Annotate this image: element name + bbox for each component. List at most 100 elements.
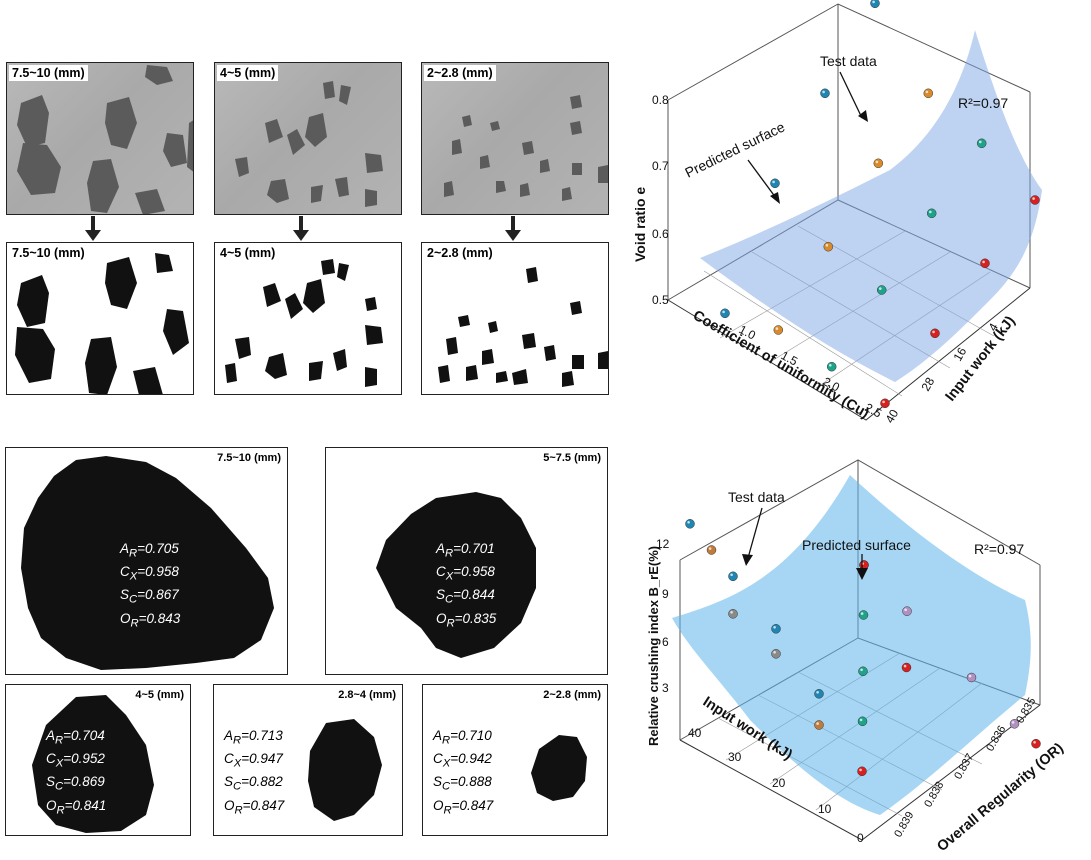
data-point-s1-p2 bbox=[873, 158, 884, 169]
data-point-s0-p1 bbox=[728, 571, 738, 582]
photo-label: 2~2.8 (mm) bbox=[424, 65, 496, 81]
data-point-s3-p3 bbox=[1030, 195, 1040, 205]
test-data-label: Test data bbox=[728, 489, 785, 505]
particle-panel-4: 2.8~4 (mm) AR=0.713 CX=0.947 SC=0.882 OR… bbox=[213, 684, 403, 836]
data-point-s1-p3 bbox=[923, 88, 934, 99]
data-point-highlight bbox=[775, 327, 779, 330]
data-point-s2-p3 bbox=[976, 138, 987, 149]
metrics-block: AR=0.713 CX=0.947 SC=0.882 OR=0.847 bbox=[224, 727, 284, 820]
photo-panel-medium: 4~5 (mm) bbox=[214, 62, 402, 215]
binary-particles bbox=[15, 253, 189, 394]
y-tick: 0.838 bbox=[922, 780, 946, 810]
sc-value: SC=0.844 bbox=[436, 587, 495, 607]
r2-label: R²=0.97 bbox=[974, 541, 1024, 557]
down-arrow-icon bbox=[293, 216, 309, 241]
data-point-highlight bbox=[859, 768, 862, 772]
particle-shape bbox=[308, 719, 382, 821]
y-tick: 40 bbox=[882, 407, 901, 426]
binary-particles bbox=[438, 267, 608, 387]
z-tick: 0.7 bbox=[652, 159, 669, 173]
data-point-highlight bbox=[730, 573, 733, 577]
particle-shape bbox=[376, 492, 536, 658]
data-point-highlight bbox=[772, 180, 775, 184]
arrow-head-icon bbox=[742, 554, 753, 566]
data-point-highlight bbox=[882, 400, 885, 404]
data-point-s5-p0 bbox=[706, 545, 717, 555]
binary-label: 4~5 (mm) bbox=[217, 245, 279, 261]
sc-value: SC=0.882 bbox=[224, 774, 283, 794]
down-arrow-icon bbox=[85, 216, 101, 241]
sc-value: SC=0.867 bbox=[120, 587, 179, 607]
photo-particles bbox=[17, 65, 193, 214]
z-tick: 3 bbox=[662, 681, 669, 695]
cx-value: CX=0.958 bbox=[436, 564, 495, 583]
data-point-highlight bbox=[822, 90, 825, 94]
cx-value: CX=0.942 bbox=[433, 751, 492, 770]
data-point-highlight bbox=[687, 521, 690, 524]
crushing-index-3d-chart: 3 6 9 12 0 10 20 30 40 0.835 0.836 0.837… bbox=[646, 459, 1067, 855]
data-point-highlight bbox=[1011, 721, 1015, 724]
data-point-highlight bbox=[903, 664, 907, 668]
predicted-surface bbox=[672, 475, 1031, 815]
data-point-highlight bbox=[816, 691, 819, 694]
metrics-block: AR=0.710 CX=0.942 SC=0.888 OR=0.847 bbox=[433, 727, 493, 820]
size-label: 2.8~4 (mm) bbox=[338, 689, 396, 701]
data-point-highlight bbox=[722, 310, 725, 314]
cx-value: CX=0.947 bbox=[224, 751, 283, 770]
data-point-s0-p0 bbox=[685, 519, 695, 529]
z-axis-label: Relative crushing index B_rE(%) bbox=[646, 546, 661, 746]
photo-label: 7.5~10 (mm) bbox=[9, 65, 88, 81]
binary-panel-medium: 4~5 (mm) bbox=[214, 242, 402, 395]
predicted-surface-label: Predicted surface bbox=[682, 118, 787, 180]
size-label: 4~5 (mm) bbox=[135, 689, 184, 701]
data-point-s2-p2 bbox=[926, 208, 937, 219]
z-axis-label: Void ratio e bbox=[632, 187, 648, 262]
data-point-highlight bbox=[730, 611, 733, 614]
data-point-s3-p1 bbox=[930, 328, 940, 339]
or-value: OR=0.847 bbox=[224, 797, 285, 817]
metrics-block: AR=0.705 CX=0.958 SC=0.867 OR=0.843 bbox=[120, 540, 180, 633]
metrics-block: AR=0.701 CX=0.958 SC=0.844 OR=0.835 bbox=[436, 540, 496, 633]
photo-particles bbox=[444, 95, 608, 201]
sc-value: SC=0.869 bbox=[46, 774, 105, 794]
data-point-s2-p1 bbox=[876, 285, 887, 295]
ar-value: AR=0.704 bbox=[46, 728, 105, 747]
data-point-s1-p2 bbox=[858, 666, 868, 677]
arrow-head-icon bbox=[858, 110, 868, 122]
metrics-block: AR=0.704 CX=0.952 SC=0.869 OR=0.841 bbox=[46, 727, 106, 820]
particle-shape bbox=[21, 456, 274, 670]
particle-panel-2: 5~7.5 (mm) AR=0.701 CX=0.958 SC=0.844 OR… bbox=[325, 447, 608, 675]
or-value: OR=0.841 bbox=[46, 797, 107, 817]
particle-panel-3: 4~5 (mm) AR=0.704 CX=0.952 SC=0.869 OR=0… bbox=[5, 684, 191, 836]
data-point-highlight bbox=[982, 260, 985, 264]
data-point-highlight bbox=[1033, 741, 1036, 744]
data-point-highlight bbox=[773, 651, 776, 654]
photo-particles bbox=[235, 81, 383, 207]
particle-panel-1: 7.5~10 (mm) AR=0.705 CX=0.958 SC=0.867 O… bbox=[5, 447, 288, 675]
data-point-highlight bbox=[825, 244, 829, 247]
data-point-s0-p2 bbox=[820, 88, 830, 99]
data-point-s2-p2 bbox=[1031, 738, 1041, 749]
data-point-s5-p1 bbox=[814, 720, 824, 730]
data-point-highlight bbox=[875, 160, 879, 164]
data-point-s4-p0 bbox=[728, 609, 738, 619]
cx-value: CX=0.952 bbox=[46, 751, 105, 770]
y-tick: 16 bbox=[950, 345, 969, 364]
size-label: 5~7.5 (mm) bbox=[543, 452, 601, 464]
particle-shape bbox=[531, 735, 587, 801]
data-point-highlight bbox=[708, 547, 712, 550]
ar-value: AR=0.701 bbox=[436, 541, 495, 560]
photo-label: 4~5 (mm) bbox=[217, 65, 279, 81]
test-data-label: Test data bbox=[820, 53, 877, 69]
predicted-surface bbox=[700, 30, 1042, 382]
data-point-s1-p3 bbox=[857, 716, 868, 727]
data-point-s4-p1 bbox=[771, 649, 781, 659]
data-point-s0-p1 bbox=[770, 178, 780, 189]
data-point-highlight bbox=[859, 718, 863, 722]
y-axis-label: Overall Regularity (OR) bbox=[934, 740, 1067, 855]
data-point-s0-p0 bbox=[720, 308, 730, 319]
binary-panel-small: 2~2.8 (mm) bbox=[421, 242, 609, 395]
z-tick: 12 bbox=[656, 537, 670, 551]
void-ratio-3d-chart: 0.5 0.6 0.7 0.8 1.0 1.5 2.0 2.5 4 16 28 … bbox=[632, 0, 1042, 426]
size-label: 2~2.8 (mm) bbox=[543, 689, 601, 701]
